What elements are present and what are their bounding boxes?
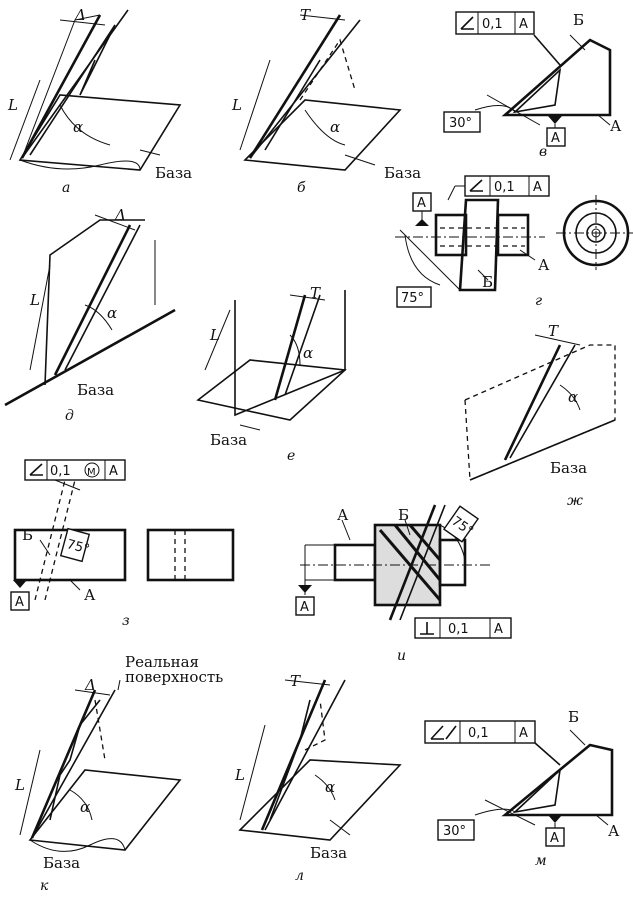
panel-g: 0,1 А А 75° Б А г: [395, 175, 633, 309]
tolerance-frame-z: [24, 459, 126, 481]
caption-i: и: [397, 648, 406, 664]
caption-a: а: [62, 180, 70, 196]
angularity-icon-m: [430, 725, 457, 740]
svg-text:L: L: [209, 326, 220, 344]
svg-text:А: А: [494, 622, 503, 637]
panel-d: Δ L α База д: [4, 206, 176, 424]
caption-b: б: [297, 180, 306, 196]
tolerance-frame-i: [414, 617, 512, 639]
caption-d: д: [65, 408, 74, 424]
svg-text:Б: Б: [568, 708, 579, 726]
svg-text:0,1: 0,1: [494, 180, 515, 195]
panel-i: А А Б 75° 0,1 А и: [295, 504, 512, 664]
panel-l: T L α База л: [234, 672, 402, 884]
svg-text:0,1: 0,1: [482, 17, 503, 32]
svg-text:База: База: [43, 854, 80, 872]
length-symbol: L: [7, 96, 18, 114]
length-symbol-b: L: [231, 96, 242, 114]
base-label-b: База: [384, 164, 421, 182]
svg-text:T: T: [548, 322, 559, 340]
svg-text:Б: Б: [398, 506, 409, 524]
svg-text:α: α: [325, 778, 335, 796]
angle-box-30: [443, 111, 481, 133]
svg-text:M: M: [87, 467, 96, 478]
tolerance-frame-m: [424, 720, 536, 744]
svg-text:Δ: Δ: [84, 676, 96, 694]
svg-text:T: T: [310, 284, 321, 302]
alpha-symbol-b: α: [330, 118, 340, 136]
svg-text:А: А: [608, 822, 620, 840]
svg-text:L: L: [14, 776, 25, 794]
panel-zh: T α База ж: [464, 322, 616, 509]
real-surface-label-1: Реальная: [125, 653, 199, 671]
svg-text:75°: 75°: [65, 537, 91, 557]
svg-text:α: α: [303, 344, 313, 362]
svg-text:А: А: [519, 17, 528, 32]
svg-text:α: α: [568, 388, 578, 406]
angularity-icon: [460, 16, 474, 30]
panel-z: 0,1 M А Б 75° А А з: [10, 459, 235, 629]
svg-text:А: А: [15, 595, 24, 610]
svg-text:Δ: Δ: [114, 206, 126, 224]
svg-text:α: α: [107, 304, 117, 322]
panel-m: 0,1 А 30° А А Б м: [424, 708, 620, 869]
svg-text:0,1: 0,1: [50, 464, 71, 479]
base-label: База: [155, 164, 192, 182]
angle-box-30-m: [437, 819, 475, 841]
svg-text:А: А: [109, 464, 118, 479]
alpha-symbol: α: [73, 118, 83, 136]
datum-triangle-icon: [548, 116, 562, 124]
svg-text:А: А: [610, 117, 622, 135]
caption-v: в: [539, 144, 547, 160]
svg-text:А: А: [538, 256, 550, 274]
svg-text:30°: 30°: [443, 824, 466, 839]
svg-text:Б: Б: [482, 273, 493, 291]
t-symbol: T: [300, 6, 311, 24]
svg-text:База: База: [77, 381, 114, 399]
svg-text:75°: 75°: [401, 291, 424, 306]
caption-zh: ж: [567, 493, 583, 509]
svg-text:А: А: [84, 586, 96, 604]
perpendicularity-icon: [420, 622, 434, 635]
svg-text:А: А: [551, 131, 560, 146]
delta-symbol: Δ: [74, 6, 86, 24]
panel-e: T L α База е: [196, 284, 347, 464]
svg-text:А: А: [417, 196, 426, 211]
panel-a: Δ L α База а: [7, 6, 192, 196]
svg-text:А: А: [519, 726, 528, 741]
caption-g: г: [535, 293, 542, 309]
panel-v: 0,1 А 30° А А Б в: [443, 11, 622, 160]
svg-text:А: А: [533, 180, 542, 195]
svg-text:Б: Б: [22, 526, 33, 544]
caption-l: л: [295, 868, 304, 884]
svg-text:α: α: [80, 798, 90, 816]
svg-text:База: База: [210, 431, 247, 449]
modifier-m-icon: [84, 462, 100, 478]
datum-triangle-icon-m: [548, 815, 562, 823]
caption-e: е: [287, 448, 295, 464]
svg-text:База: База: [310, 844, 347, 862]
svg-text:А: А: [337, 506, 349, 524]
panel-k: Реальная поверхность Δ L α База к: [14, 653, 223, 894]
caption-k: к: [40, 878, 49, 894]
svg-text:L: L: [234, 766, 245, 784]
caption-z: з: [122, 613, 130, 629]
svg-text:А: А: [300, 600, 309, 615]
angularity-icon-z: [29, 463, 43, 476]
caption-m: м: [535, 853, 547, 869]
svg-text:А: А: [550, 831, 559, 846]
angularity-icon-g: [469, 179, 483, 192]
svg-text:T: T: [290, 672, 301, 690]
svg-text:База: База: [550, 459, 587, 477]
real-surface-label-2: поверхность: [125, 668, 223, 686]
svg-text:0,1: 0,1: [468, 726, 489, 741]
svg-text:L: L: [29, 291, 40, 309]
panel-b: T L α База б: [231, 6, 421, 196]
svg-text:30°: 30°: [449, 116, 472, 131]
svg-text:0,1: 0,1: [448, 622, 469, 637]
surface-b-label: Б: [573, 11, 584, 29]
